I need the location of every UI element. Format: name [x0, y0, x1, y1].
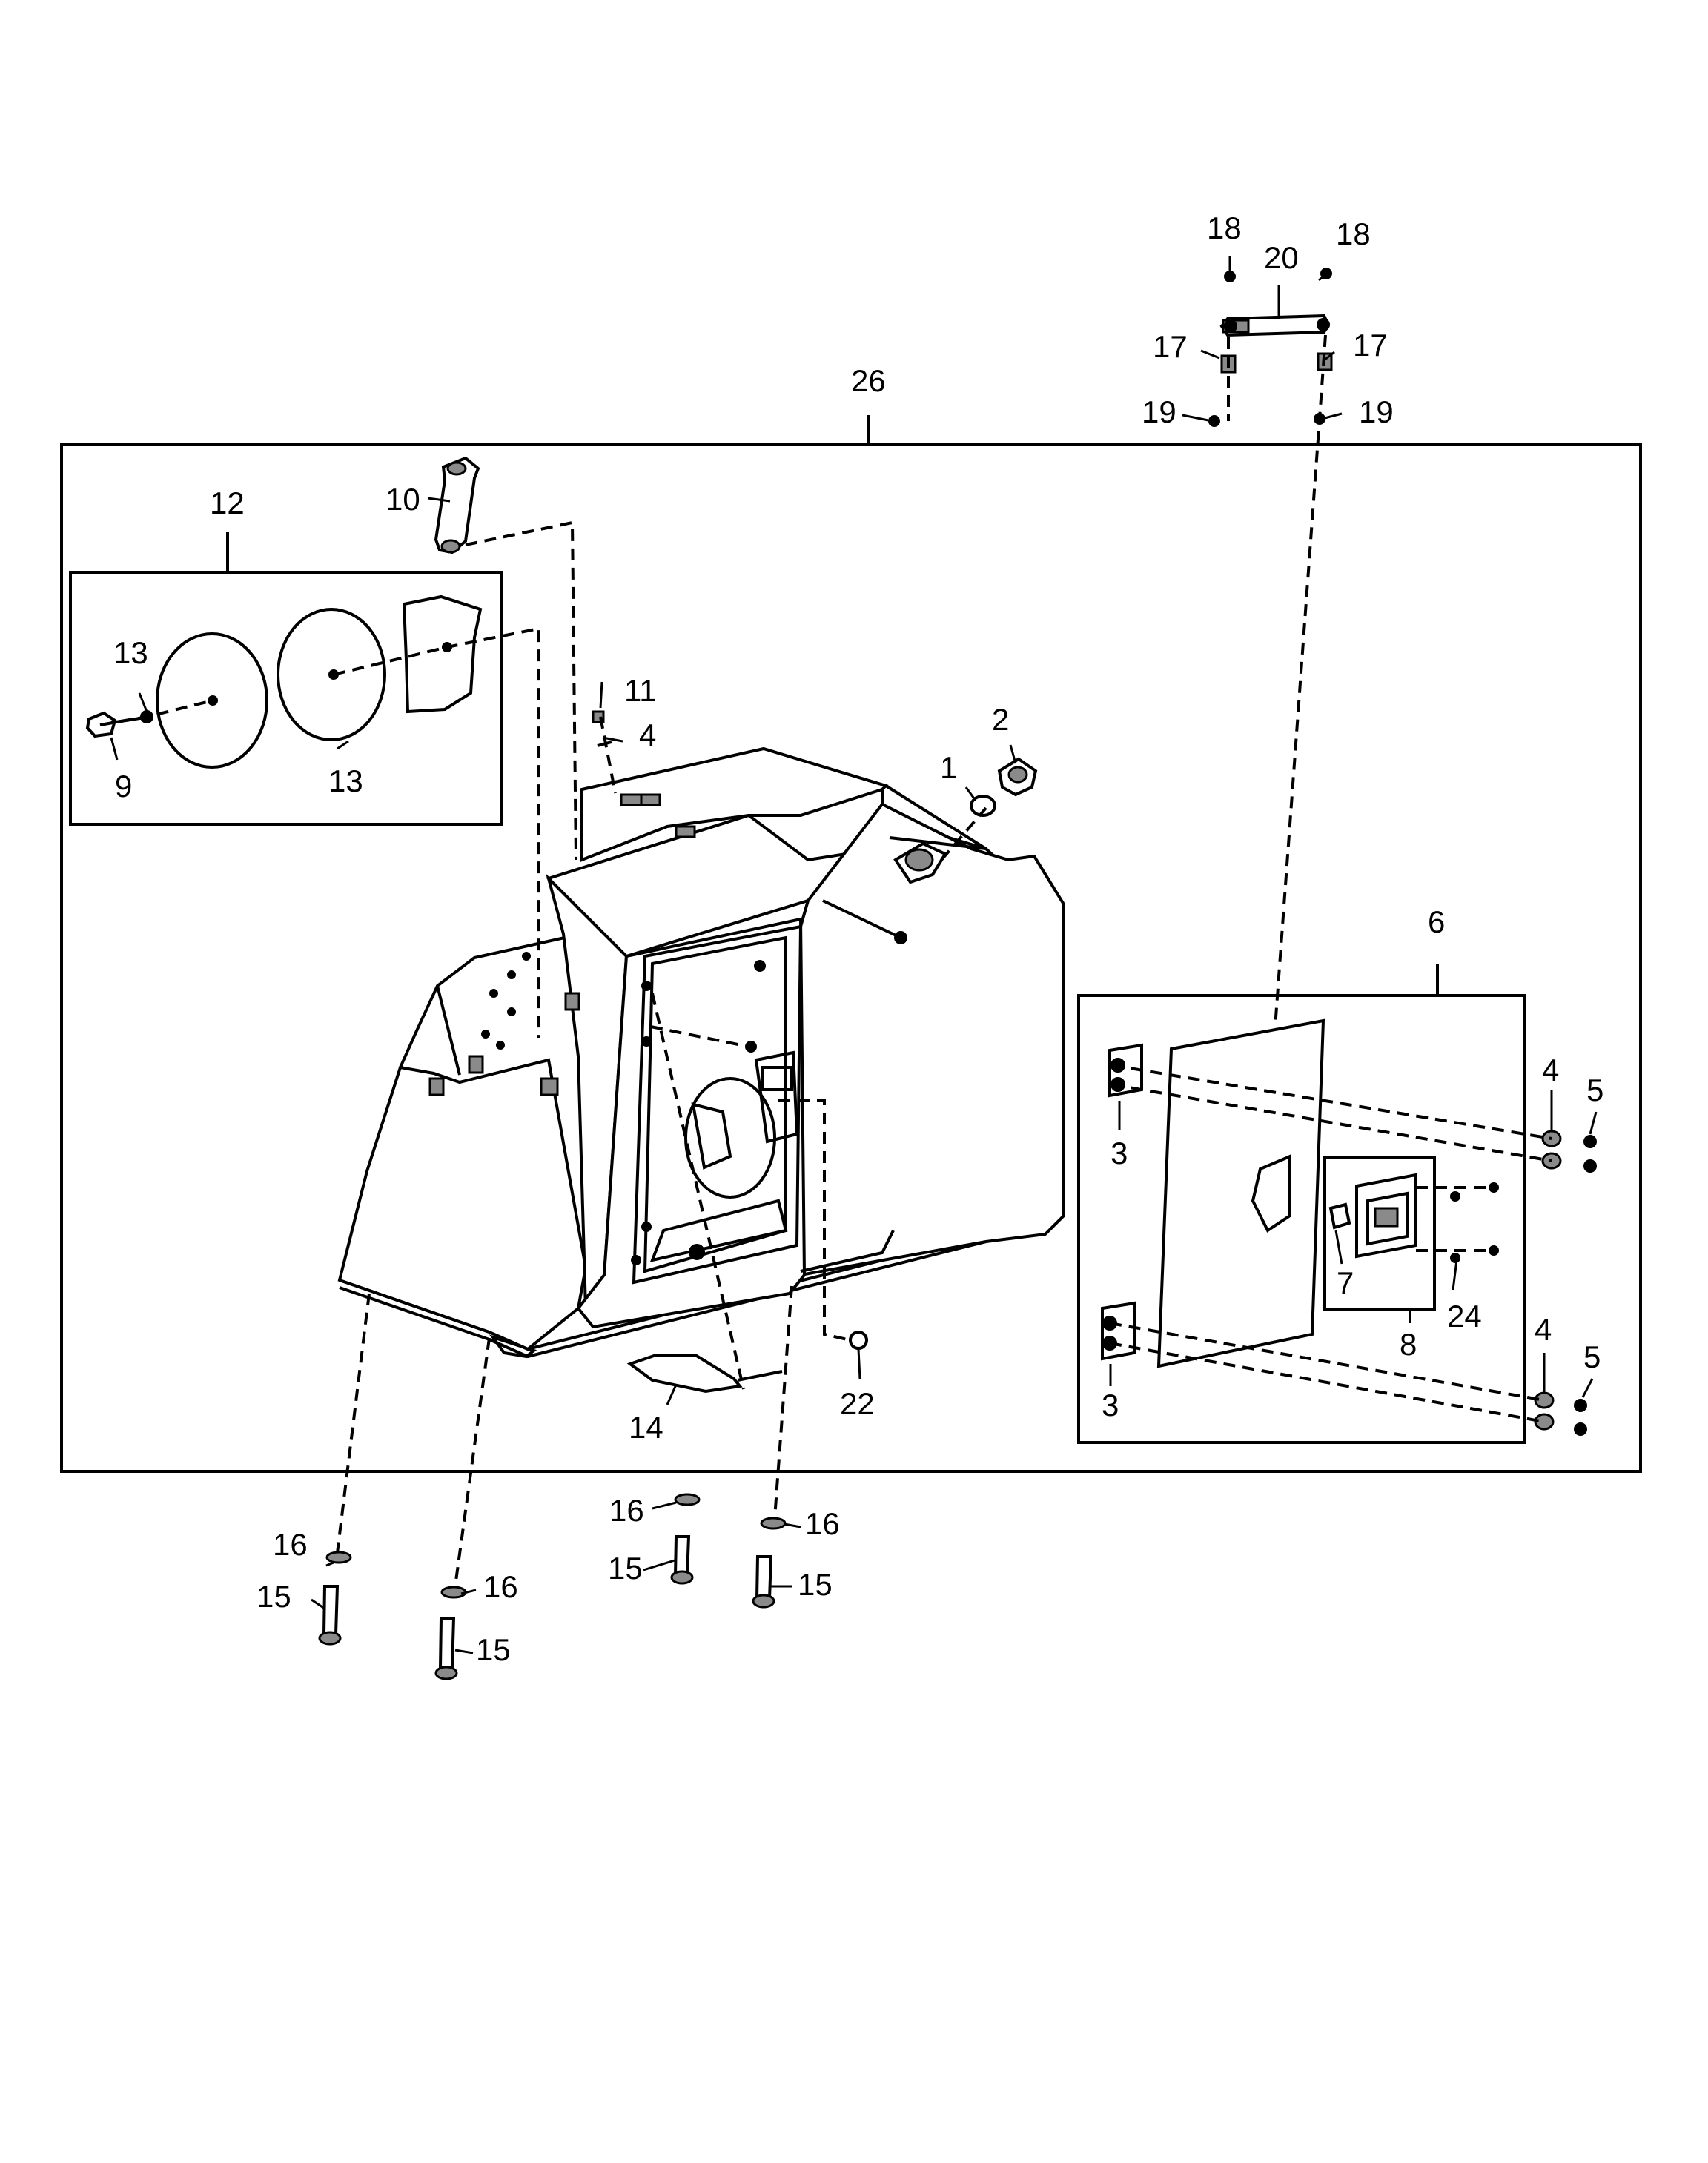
callout-13-top: 13: [113, 635, 148, 670]
callout-17-right: 17: [1353, 328, 1388, 362]
callout-8: 8: [1400, 1327, 1417, 1362]
plate-part-14: [626, 1354, 743, 1394]
callout-15-c: 15: [608, 1551, 643, 1586]
callout-12: 12: [210, 486, 245, 520]
callout-5-top: 5: [1586, 1073, 1603, 1107]
callout-18-left: 18: [1207, 211, 1242, 245]
callout-6: 6: [1428, 904, 1445, 939]
callout-7: 7: [1337, 1265, 1354, 1300]
callout-2: 2: [992, 702, 1009, 737]
subassembly-frame-12: [69, 571, 503, 826]
callout-15-a: 15: [256, 1579, 291, 1614]
callout-22: 22: [840, 1386, 875, 1421]
callout-5-bottom: 5: [1583, 1339, 1601, 1374]
callout-1: 1: [940, 750, 957, 785]
assembly-frame-26: [60, 443, 1642, 1473]
callout-18-right: 18: [1336, 216, 1371, 251]
subassembly-frame-8: [1323, 1156, 1436, 1311]
bolts-15: [318, 1535, 775, 1680]
callout-15-b: 15: [476, 1632, 511, 1667]
callout-13-bottom: 13: [328, 763, 363, 798]
callout-19-left: 19: [1142, 394, 1176, 429]
main-housing: [337, 746, 1065, 1359]
subassembly-frame-6: [1077, 994, 1526, 1444]
callout-16-a: 16: [273, 1527, 308, 1562]
callout-15-d: 15: [798, 1567, 833, 1602]
callout-4-right-bottom: 4: [1535, 1312, 1552, 1347]
door-panel-6: [1101, 1018, 1597, 1436]
callouts: 26 12 10 13 13 9 11 4 1 2 18 18 20 17 17…: [113, 211, 1603, 1667]
callout-10: 10: [385, 482, 420, 517]
callout-24: 24: [1447, 1299, 1482, 1334]
assembly-lines: [99, 334, 1552, 1587]
callout-4-right-top: 4: [1542, 1053, 1559, 1087]
washers-16: [325, 1493, 787, 1599]
callout-11: 11: [624, 673, 657, 708]
callout-26: 26: [851, 363, 886, 398]
callout-14: 14: [629, 1410, 663, 1445]
callout-3-bottom: 3: [1102, 1388, 1119, 1422]
callout-20: 20: [1264, 240, 1299, 275]
callout-16-c: 16: [609, 1493, 644, 1528]
callout-9: 9: [115, 769, 132, 804]
callout-19-right: 19: [1359, 394, 1394, 429]
disc-set-13: [85, 594, 483, 769]
leader-lines: [110, 256, 1598, 1654]
callout-16-b: 16: [483, 1569, 518, 1604]
callout-17-left: 17: [1153, 329, 1188, 364]
callout-3-top: 3: [1110, 1136, 1128, 1170]
callout-16-d: 16: [805, 1506, 840, 1541]
callout-4-top: 4: [639, 718, 656, 752]
